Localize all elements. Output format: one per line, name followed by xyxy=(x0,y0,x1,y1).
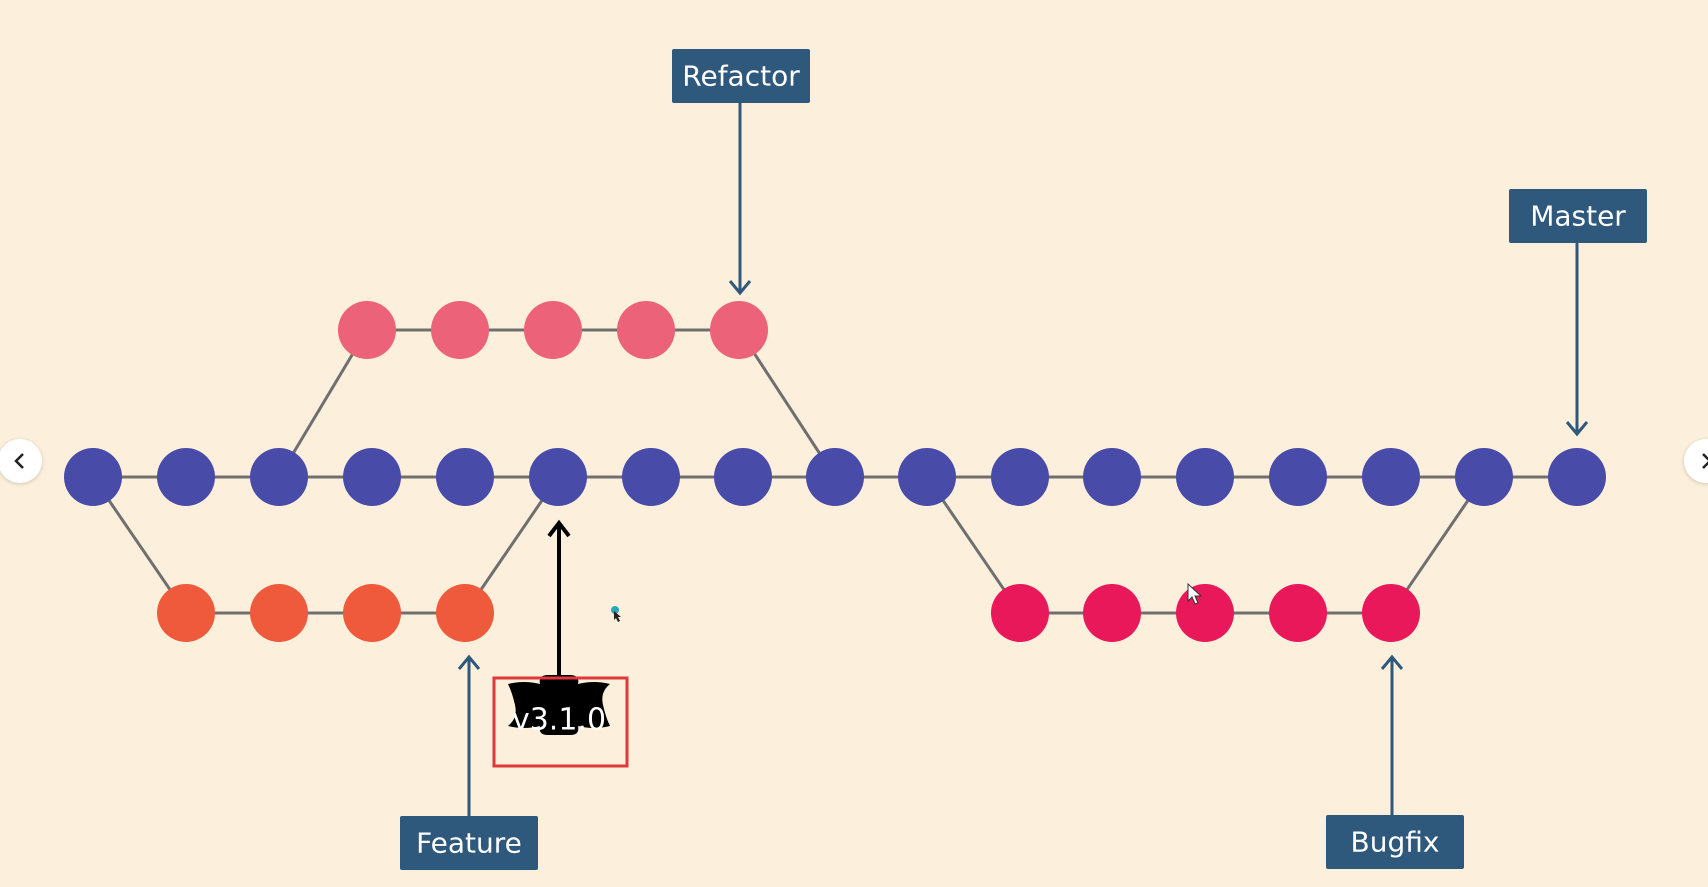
master-commit-node[interactable] xyxy=(1548,448,1606,506)
master-commit-node[interactable] xyxy=(1083,448,1141,506)
pointer-arrows xyxy=(457,100,1589,816)
feature-commit-node[interactable] xyxy=(157,584,215,642)
bugfix-commit-node[interactable] xyxy=(1362,584,1420,642)
master-commit-node[interactable] xyxy=(622,448,680,506)
bugfix-label[interactable]: Bugfix xyxy=(1326,815,1464,869)
refactor-commit-node[interactable] xyxy=(431,301,489,359)
refactor-commit-node[interactable] xyxy=(338,301,396,359)
tag-label-text: v3.1.0 xyxy=(512,703,606,738)
refactor-arrow xyxy=(728,100,752,296)
tag-selection-box xyxy=(492,676,629,768)
master-commit-node[interactable] xyxy=(1455,448,1513,506)
refactor-commit-node[interactable] xyxy=(617,301,675,359)
pointer-dot-icon xyxy=(611,606,621,622)
tag-arrow xyxy=(547,519,571,684)
master-commit-node[interactable] xyxy=(343,448,401,506)
refactor-label-text: Refactor xyxy=(682,60,800,93)
master-commit-node[interactable] xyxy=(250,448,308,506)
bugfix-label-text: Bugfix xyxy=(1351,826,1440,859)
feature-arrow xyxy=(457,654,481,816)
feature-commit-node[interactable] xyxy=(250,584,308,642)
bugfix-commit-node[interactable] xyxy=(1269,584,1327,642)
refactor-merge-line xyxy=(737,329,837,478)
master-label-text: Master xyxy=(1530,200,1626,233)
master-commit-node[interactable] xyxy=(1269,448,1327,506)
refactor-label[interactable]: Refactor xyxy=(672,49,810,103)
master-commit-node[interactable] xyxy=(529,448,587,506)
feature-commit-node[interactable] xyxy=(436,584,494,642)
master-commit-node[interactable] xyxy=(898,448,956,506)
commit-nodes xyxy=(64,301,1606,642)
bugfix-commit-node[interactable] xyxy=(1083,584,1141,642)
cursor-icon xyxy=(1187,582,1203,605)
feature-commit-node[interactable] xyxy=(343,584,401,642)
feature-label[interactable]: Feature xyxy=(400,816,538,870)
chevron-right-icon xyxy=(1702,453,1708,469)
master-commit-node[interactable] xyxy=(1176,448,1234,506)
master-commit-node[interactable] xyxy=(157,448,215,506)
bugfix-arrow xyxy=(1380,654,1404,816)
prev-slide-button[interactable] xyxy=(0,439,42,483)
master-commit-node[interactable] xyxy=(714,448,772,506)
tag-badge xyxy=(508,675,610,735)
master-commit-node[interactable] xyxy=(64,448,122,506)
feature-label-text: Feature xyxy=(416,827,522,860)
master-commit-node[interactable] xyxy=(1362,448,1420,506)
master-commit-node[interactable] xyxy=(806,448,864,506)
refactor-commit-node[interactable] xyxy=(710,301,768,359)
master-arrow xyxy=(1565,240,1589,437)
bugfix-commit-node[interactable] xyxy=(991,584,1049,642)
master-label[interactable]: Master xyxy=(1509,189,1647,243)
master-commit-node[interactable] xyxy=(991,448,1049,506)
refactor-commit-node[interactable] xyxy=(524,301,582,359)
version-tag[interactable]: v3.1.0 xyxy=(492,675,629,768)
master-commit-node[interactable] xyxy=(436,448,494,506)
chevron-left-icon xyxy=(14,453,24,469)
bugfix-commit-node[interactable] xyxy=(1176,584,1234,642)
